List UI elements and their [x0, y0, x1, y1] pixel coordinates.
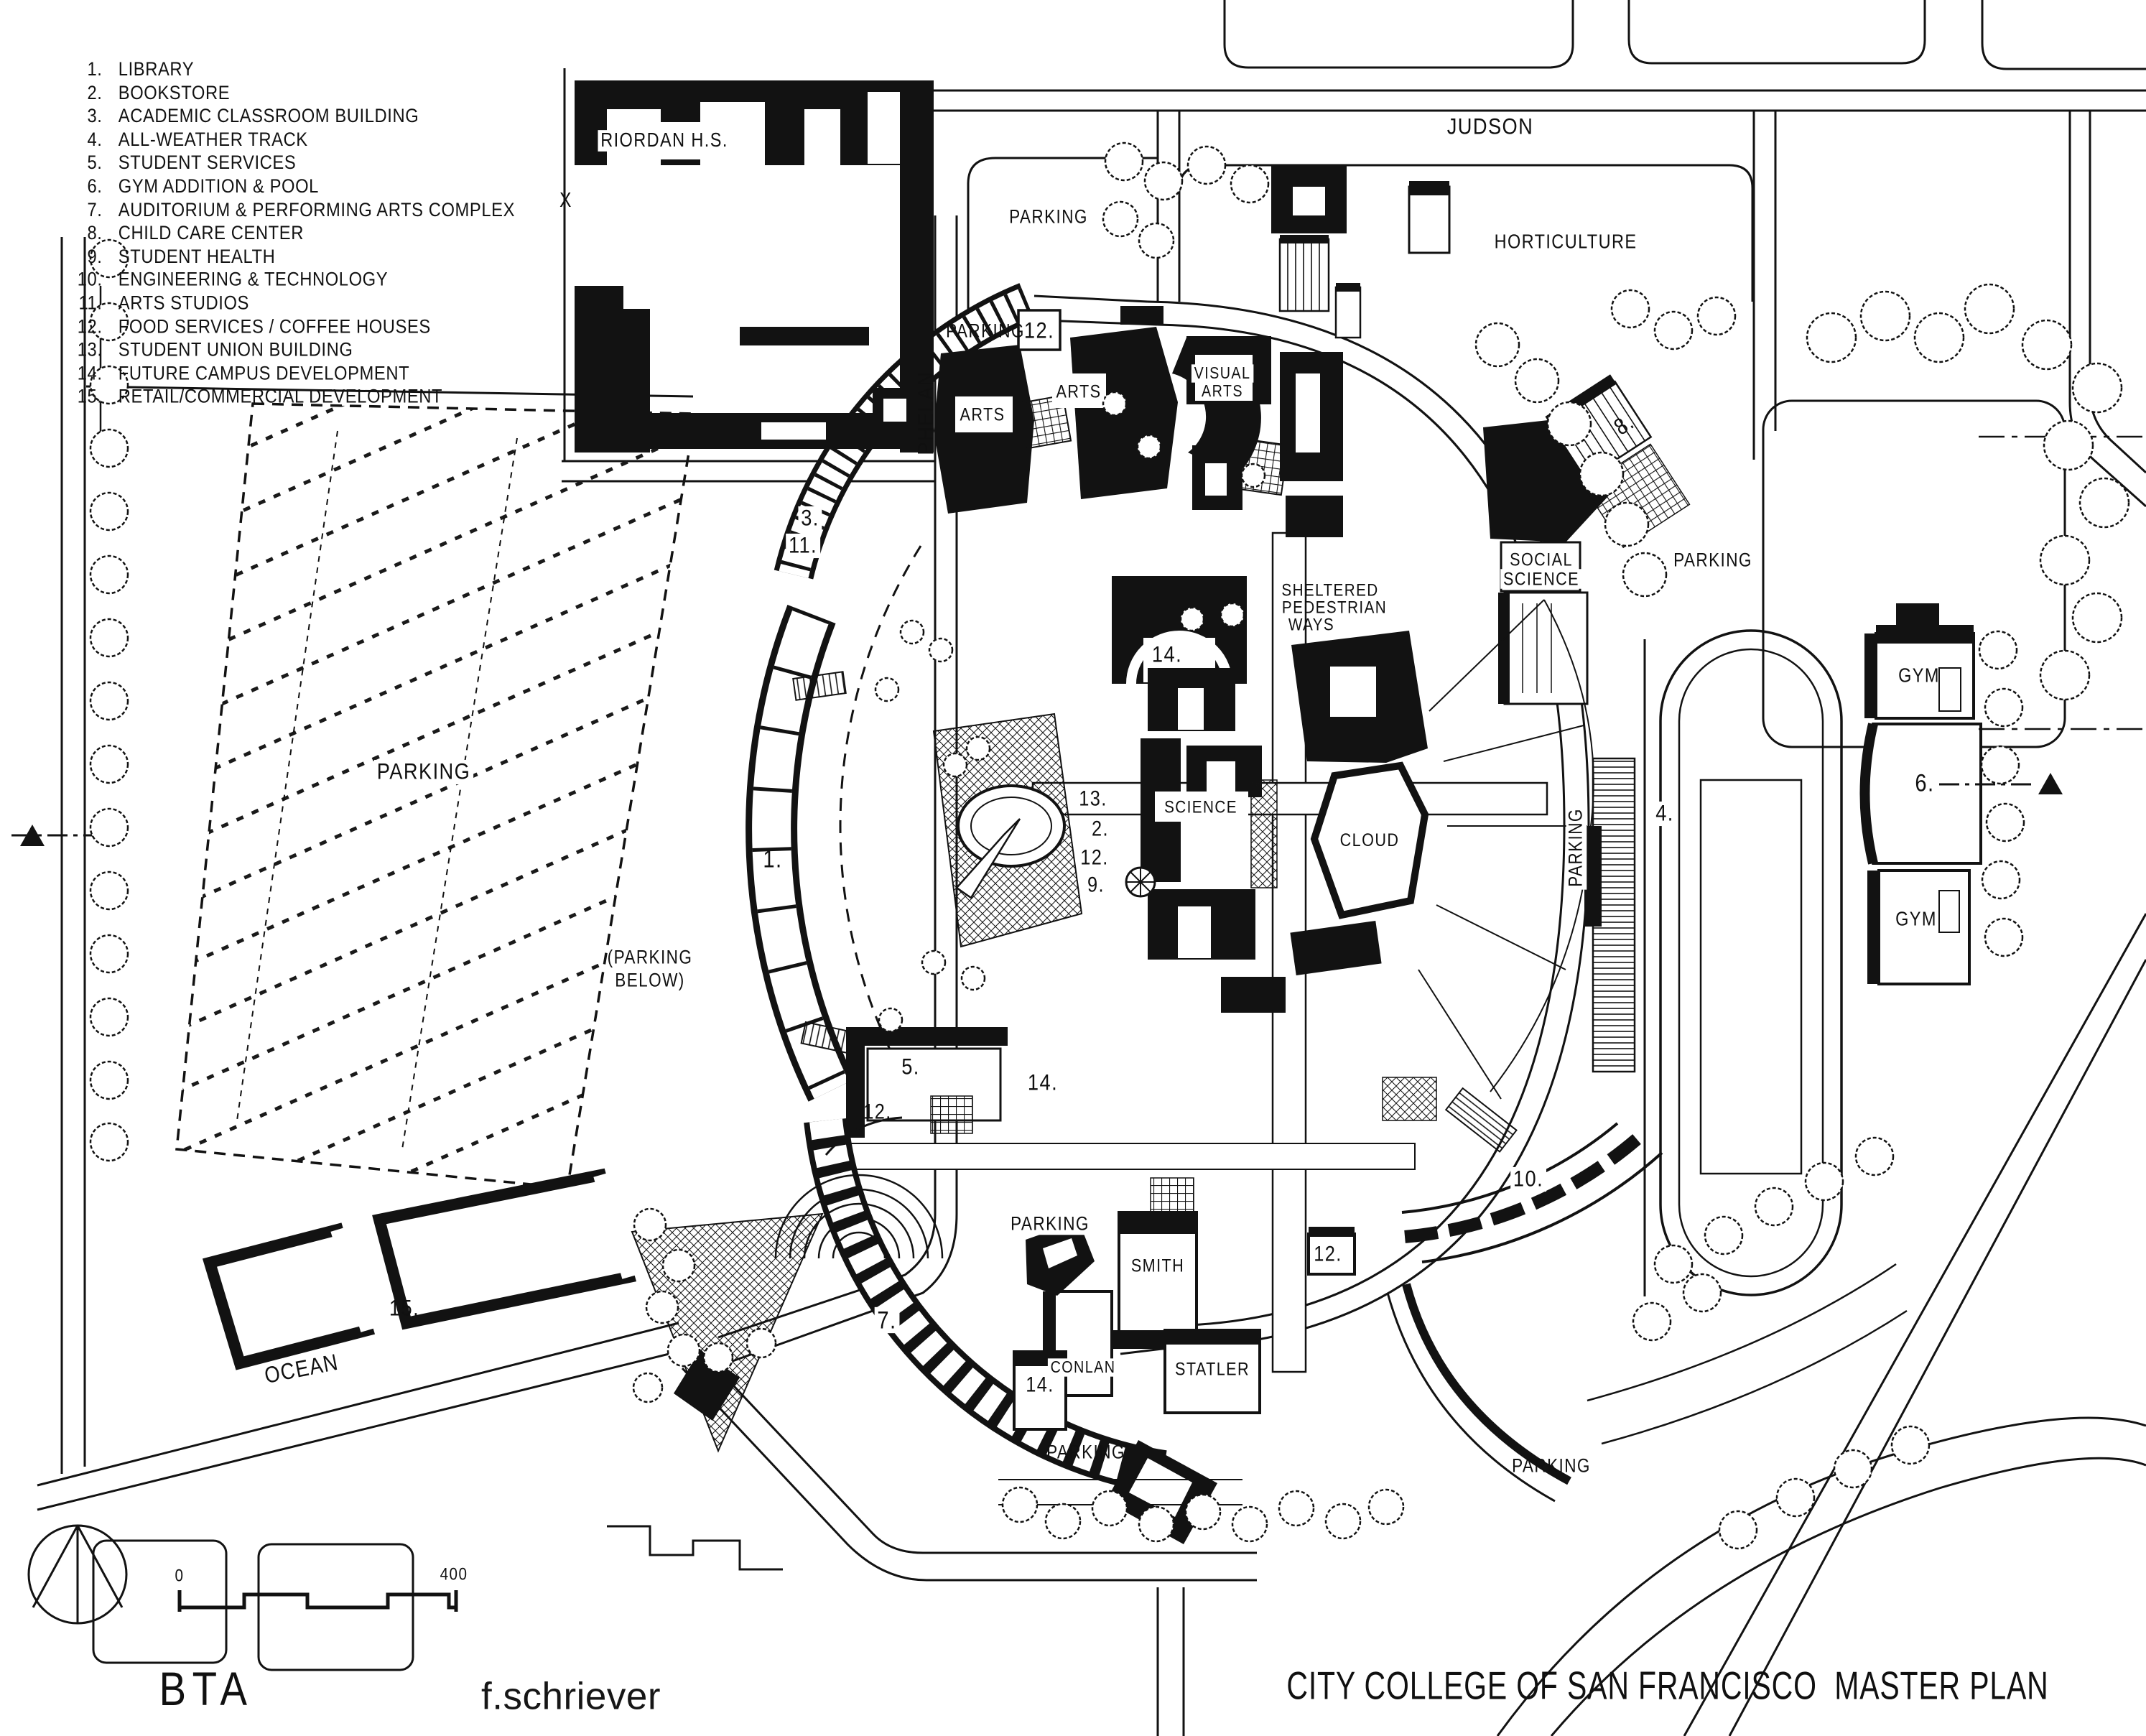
- retail-commercial: [202, 1168, 637, 1370]
- legend-item-label: STUDENT SERVICES: [118, 152, 297, 174]
- legend-item-label: RETAIL/COMMERCIAL DEVELOPMENT: [118, 386, 443, 408]
- trees: [89, 141, 2130, 1550]
- legend-item-number: 9.: [87, 246, 103, 268]
- legend-item-number: 7.: [87, 199, 103, 221]
- legend-item: 12. FOOD SERVICES / COFFEE HOUSES: [68, 316, 515, 340]
- legend-item-label: STUDENT UNION BUILDING: [118, 339, 353, 361]
- legend-item-label: BOOKSTORE: [118, 82, 231, 104]
- legend-item-number: 11.: [78, 292, 103, 315]
- engineering-terraces: [1382, 1077, 1908, 1503]
- legend-item: 1. LIBRARY: [68, 59, 515, 83]
- legend-item-label: ARTS STUDIOS: [118, 292, 249, 315]
- legend-item: 6. GYM ADDITION & POOL: [68, 176, 515, 200]
- legend-item-number: 8.: [87, 222, 103, 244]
- legend-item-label: ENGINEERING & TECHNOLOGY: [118, 269, 389, 291]
- riordan-hs-building: [575, 80, 934, 452]
- legend-item: 2. BOOKSTORE: [68, 83, 515, 106]
- legend-item-label: FOOD SERVICES / COFFEE HOUSES: [118, 316, 431, 338]
- legend-item: 8. CHILD CARE CENTER: [68, 223, 515, 246]
- legend-item: 5. STUDENT SERVICES: [68, 152, 515, 176]
- legend-item-label: LIBRARY: [118, 59, 195, 80]
- legend-item-number: 5.: [87, 152, 103, 174]
- legend-item-label: GYM ADDITION & POOL: [118, 175, 319, 198]
- compass-rose: [27, 1524, 128, 1625]
- all-weather-track: [1584, 629, 1843, 1296]
- legend-item-number: 14.: [77, 363, 103, 384]
- legend-item: 14. FUTURE CAMPUS DEVELOPMENT: [68, 363, 515, 386]
- legend-item-label: STUDENT HEALTH: [118, 246, 276, 268]
- legend-item-number: 10.: [77, 269, 103, 291]
- legend-item: 3. ACADEMIC CLASSROOM BUILDING: [68, 106, 515, 129]
- legend-item-number: 15.: [77, 386, 103, 408]
- legend-item-number: 1.: [87, 59, 103, 80]
- legend-item-number: 12.: [77, 316, 103, 338]
- south-dorm-cluster: [998, 1177, 1356, 1505]
- legend-item-number: 6.: [87, 175, 103, 198]
- auditorium-plaza: [631, 1212, 824, 1453]
- legend: 1. LIBRARY 2. BOOKSTORE 3. ACADEMIC CLAS…: [68, 59, 515, 409]
- legend-item-number: 2.: [87, 82, 103, 104]
- legend-item: 15. RETAIL/COMMERCIAL DEVELOPMENT: [68, 386, 515, 410]
- legend-item: 9. STUDENT HEALTH: [68, 246, 515, 269]
- legend-item-label: AUDITORIUM & PERFORMING ARTS COMPLEX: [118, 199, 516, 221]
- horticulture-complex: [1271, 165, 1451, 339]
- legend-item-number: 13.: [77, 339, 103, 361]
- legend-item-number: 4.: [87, 129, 103, 151]
- legend-item-label: ACADEMIC CLASSROOM BUILDING: [118, 106, 419, 127]
- scale-bar: [177, 1590, 458, 1612]
- legend-item: 11. ARTS STUDIOS: [68, 293, 515, 317]
- legend-item: 10. ENGINEERING & TECHNOLOGY: [68, 269, 515, 293]
- legend-item: 7. AUDITORIUM & PERFORMING ARTS COMPLEX: [68, 199, 515, 223]
- legend-item: 4. ALL-WEATHER TRACK: [68, 129, 515, 153]
- legend-item: 13. STUDENT UNION BUILDING: [68, 340, 515, 363]
- legend-item-label: CHILD CARE CENTER: [118, 222, 304, 244]
- gym-complex: [1859, 435, 2146, 985]
- central-campus: [932, 576, 1594, 1100]
- legend-item-label: ALL-WEATHER TRACK: [118, 129, 308, 151]
- legend-item-label: FUTURE CAMPUS DEVELOPMENT: [118, 363, 410, 384]
- student-services-cluster: [774, 1027, 1008, 1259]
- section-marker-west: [11, 825, 108, 846]
- legend-item-number: 3.: [87, 106, 103, 127]
